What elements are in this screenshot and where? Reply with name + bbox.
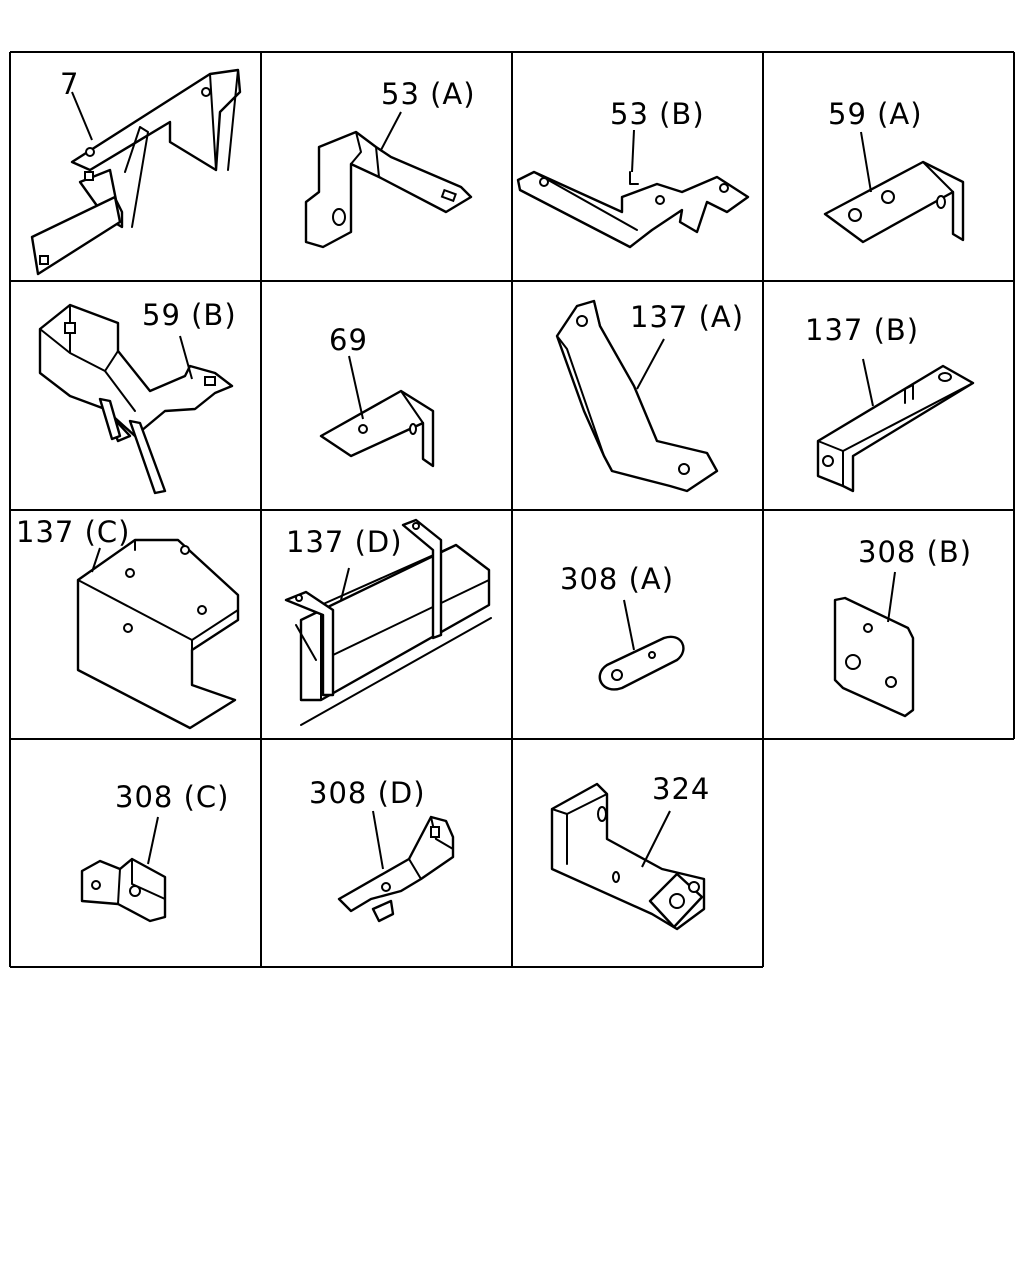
callout-label: 137 (C) <box>16 515 131 549</box>
bracket-308c-drawing <box>80 816 167 923</box>
bracket-308d-drawing <box>337 810 455 923</box>
callout-label: 7 <box>60 67 80 101</box>
callout-label: 308 (C) <box>115 780 230 814</box>
bracket-137b-drawing <box>816 358 975 493</box>
callout-label: 308 (D) <box>309 776 426 810</box>
callout-label: 53 (A) <box>381 77 476 111</box>
cell-part-69: 69 <box>261 281 512 510</box>
cell-part-59b: 59 (B) <box>10 281 261 510</box>
cell-part-308b: 308 (B) <box>763 510 1014 739</box>
cell-part-137a: 137 (A) <box>512 281 763 510</box>
cell-part-137b: 137 (B) <box>763 281 1014 510</box>
cell-part-7: 7 <box>10 52 261 281</box>
bracket-59a-drawing <box>823 131 965 244</box>
cell-part-308c: 308 (C) <box>10 739 261 968</box>
bracket-137d-drawing <box>284 518 492 726</box>
bracket-59b-drawing <box>38 303 234 495</box>
cell-part-308a: 308 (A) <box>512 510 763 739</box>
callout-label: 53 (B) <box>610 97 705 131</box>
cell-part-59a: 59 (A) <box>763 52 1014 281</box>
bracket-308b-drawing <box>833 571 915 718</box>
callout-label: 137 (D) <box>286 525 403 559</box>
callout-label: 59 (B) <box>142 298 237 332</box>
cell-part-137c: 137 (C) <box>10 510 261 739</box>
bracket-308a-drawing <box>598 599 685 691</box>
bracket-137a-drawing <box>555 299 719 493</box>
bracket-69-drawing <box>319 355 435 468</box>
callout-label: 69 <box>329 323 368 357</box>
cell-part-53b: 53 (B) <box>512 52 763 281</box>
callout-label: 59 (A) <box>828 97 923 131</box>
bracket-53a-drawing <box>304 111 473 249</box>
callout-label: 137 (A) <box>630 300 745 334</box>
callout-label: 137 (B) <box>805 313 920 347</box>
cell-part-324: 324 <box>512 739 763 968</box>
bracket-53b-drawing <box>516 129 750 249</box>
cell-part-137d: 137 (D) <box>261 510 512 739</box>
callout-label: 324 <box>652 772 711 806</box>
callout-label: 308 (B) <box>858 535 973 569</box>
cell-part-53a: 53 (A) <box>261 52 512 281</box>
bracket-137c-drawing <box>76 538 240 730</box>
bracket-7-drawing <box>30 68 242 276</box>
callout-label: 308 (A) <box>560 562 675 596</box>
cell-part-308d: 308 (D) <box>261 739 512 968</box>
bracket-324-drawing <box>550 782 706 931</box>
